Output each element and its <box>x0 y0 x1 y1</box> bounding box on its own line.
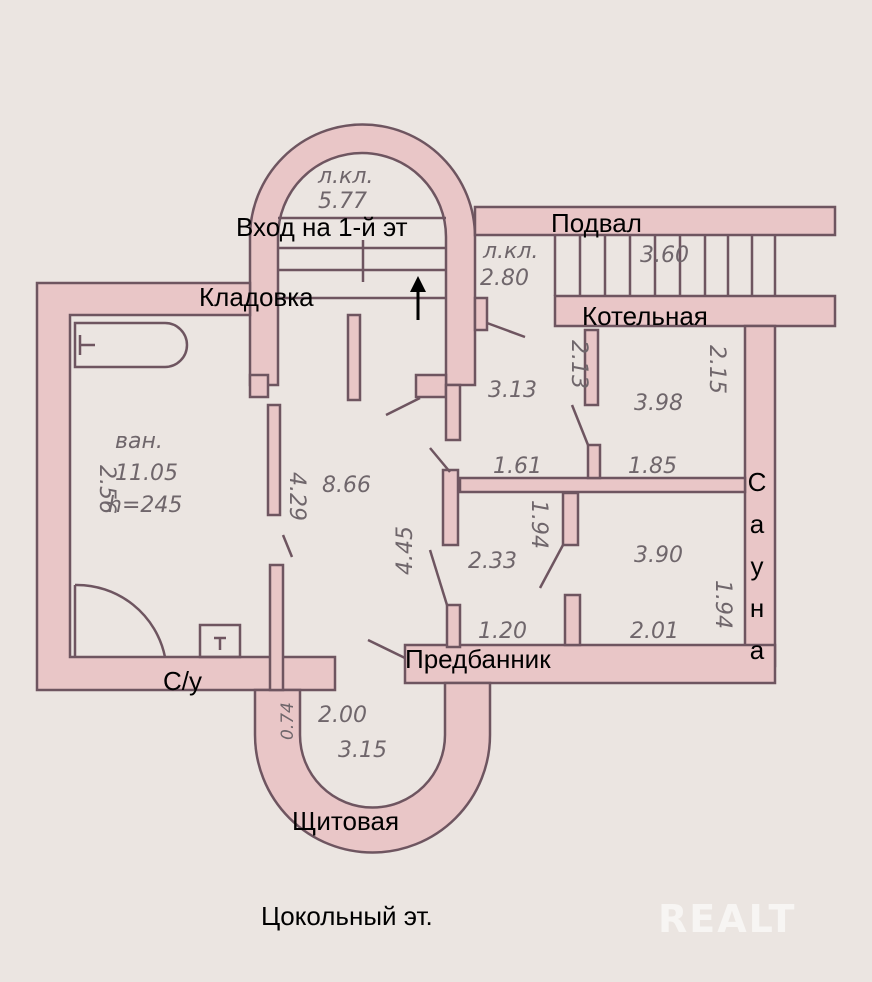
basement-top-wall <box>473 205 837 237</box>
toilet-icon <box>198 623 242 659</box>
sauna-width: 1.94 <box>710 580 735 629</box>
bath-name: ван. <box>115 429 163 454</box>
bottom-arch-wall <box>253 681 492 854</box>
label-sauna: Сауна <box>747 467 767 665</box>
storage-area: 3.13 <box>488 378 537 403</box>
label-storage: Кладовка <box>199 282 314 312</box>
dim-185: 1.85 <box>628 454 677 479</box>
boiler-top-wall <box>553 294 837 328</box>
arrow-up-icon <box>410 276 426 320</box>
label-entrance: Вход на 1-й эт <box>236 212 408 242</box>
label-boiler: Котельная <box>582 301 708 331</box>
boiler-area: 3.98 <box>634 391 683 416</box>
label-basement: Подвал <box>551 208 642 238</box>
storage-width: 2.13 <box>566 340 591 389</box>
room-labels: Вход на 1-й эт Подвал Кладовка Котельная… <box>163 208 708 931</box>
label-anteroom: Предбанник <box>405 644 551 674</box>
stair-top-name: л.кл. <box>317 164 373 189</box>
shower-width: 1.94 <box>526 500 551 549</box>
hall-area: 8.66 <box>322 473 371 498</box>
basement-stairs <box>553 235 777 296</box>
switch-area: 3.15 <box>338 738 387 763</box>
dim-120: 1.20 <box>478 619 527 644</box>
measurements: л.кл. 5.77 л.кл. 2.80 3.60 ван. 11.05 h=… <box>94 164 735 763</box>
boiler-width: 2.15 <box>704 345 729 394</box>
anteroom-width: 4.45 <box>393 526 418 575</box>
bath-area: 11.05 <box>115 461 178 486</box>
stair-top-area: 5.77 <box>318 189 367 214</box>
basement-stair-area: 3.60 <box>640 243 689 268</box>
anteroom-bottom-wall <box>403 643 777 685</box>
plan-title: Цокольный эт. <box>261 901 433 931</box>
bath-outer-wall <box>35 281 337 692</box>
sauna-area: 3.90 <box>634 543 683 568</box>
partitions <box>248 296 747 692</box>
hall-width: 4.29 <box>284 472 309 521</box>
bath-height: h=245 <box>108 493 182 518</box>
dim-161: 1.61 <box>493 454 542 479</box>
bathtub-icon <box>73 321 189 369</box>
stair-mid-area: 2.80 <box>480 266 529 291</box>
shower-area: 2.33 <box>468 549 517 574</box>
label-wc: С/у <box>163 666 202 696</box>
bath-width: 2.56 <box>94 465 119 514</box>
label-switchboard: Щитовая <box>292 806 399 836</box>
switch-dim: 0.74 <box>278 702 298 740</box>
stair-mid-name: л.кл. <box>482 239 538 264</box>
top-arch-wall <box>248 123 477 387</box>
dim-201: 2.01 <box>630 619 679 644</box>
realt-watermark-logo: REALT <box>658 897 796 941</box>
door-arc-icon <box>73 583 167 658</box>
switch-length: 2.00 <box>318 703 367 728</box>
door-swings <box>281 321 590 660</box>
sauna-right-wall <box>743 324 777 668</box>
